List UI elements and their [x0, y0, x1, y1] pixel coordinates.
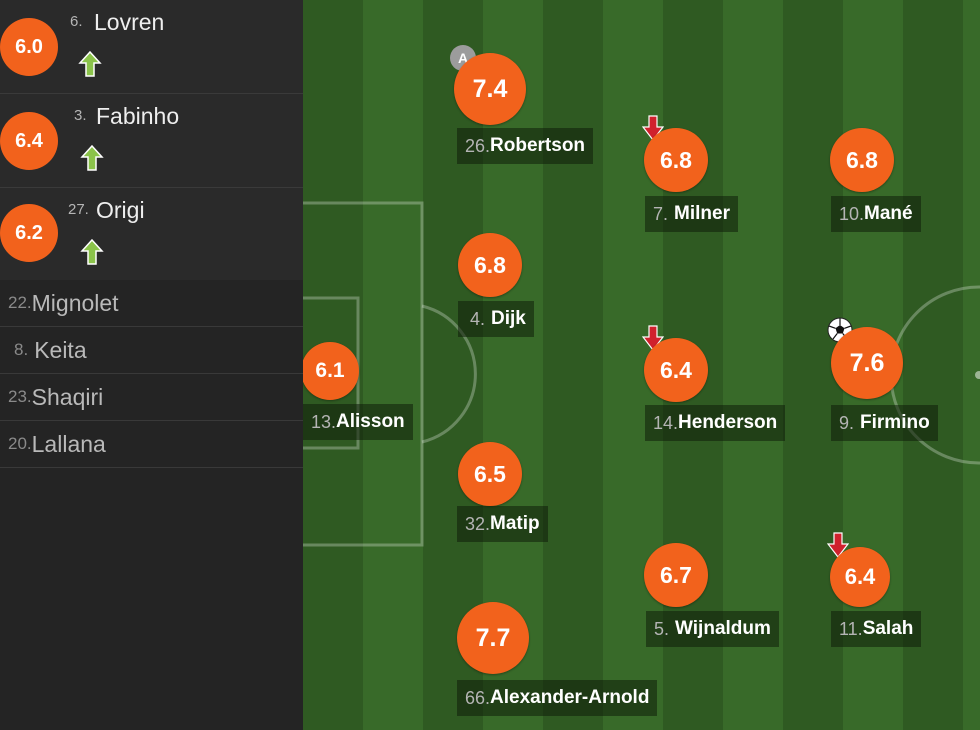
rating-badge: 6.8 [644, 128, 708, 192]
player-number: 26. [465, 135, 491, 156]
player-name[interactable]: Lallana [31, 430, 106, 457]
player-number: 32. [465, 513, 491, 534]
player-name-tag[interactable]: 10. Mané [831, 196, 921, 232]
player-name[interactable]: Salah [862, 618, 914, 639]
player-name-tag[interactable]: 4. Dijk [458, 301, 534, 337]
player-name[interactable]: Fabinho [96, 103, 180, 129]
player-number: 22. [8, 293, 32, 312]
player-number: 4. [470, 308, 486, 329]
player-number: 3. [74, 107, 87, 124]
player-number: 11. [839, 618, 863, 639]
player-number: 5. [654, 618, 670, 639]
player-number: 8. [14, 340, 29, 359]
sub-in-arrow-icon [78, 50, 102, 77]
player-name[interactable]: Henderson [678, 412, 778, 433]
player-name[interactable]: Milner [674, 203, 730, 224]
player-name[interactable]: Wijnaldum [675, 618, 771, 639]
pitch: A 7.4 26. Robertson 6.8 7. Milner 6.8 10… [303, 0, 980, 730]
player-name[interactable]: Origi [96, 197, 145, 223]
player-name-tag[interactable]: 14. Henderson [645, 405, 786, 441]
substitute-row[interactable]: 6.4 3. Fabinho [0, 94, 303, 188]
player-name-tag[interactable]: 26. Robertson [457, 128, 594, 164]
player-number: 7. [653, 203, 669, 224]
rating-badge: 7.7 [457, 602, 529, 674]
player-number: 14. [653, 412, 679, 433]
player-name-tag[interactable]: 32. Matip [457, 506, 548, 542]
sub-out-arrow-icon [827, 532, 849, 558]
player-name[interactable]: Mignolet [31, 289, 119, 316]
rating-badge: 7.4 [454, 53, 526, 125]
player-name-tag[interactable]: 5. Wijnaldum [646, 611, 779, 647]
rating-badge: 6.7 [644, 543, 708, 607]
sub-in-arrow-icon [80, 144, 104, 171]
substitute-row[interactable]: 6.2 27. Origi [0, 188, 303, 282]
player-name[interactable]: Matip [490, 513, 540, 534]
player-name-tag[interactable]: 66. Alexander-Arnold [457, 680, 658, 716]
bench-row[interactable]: 20. Lallana [0, 421, 303, 468]
rating-badge: 6.4 [644, 338, 708, 402]
substitutes-panel: 6.0 6. Lovren 6.4 3. Fabinho 6.2 27. Ori… [0, 0, 303, 730]
player-number: 20. [8, 434, 32, 453]
rating-badge: 6.8 [830, 128, 894, 192]
player-name[interactable]: Shaqiri [31, 383, 104, 410]
player-name[interactable]: Lovren [94, 9, 165, 35]
player-name-tag[interactable]: 9. Firmino [831, 405, 938, 441]
player-number: 13. [311, 411, 337, 432]
player-name[interactable]: Alisson [336, 411, 405, 432]
player-number: 27. [68, 201, 89, 218]
bench-row[interactable]: 22. Mignolet [0, 280, 303, 327]
player-name[interactable]: Mané [864, 203, 913, 224]
player-name[interactable]: Alexander-Arnold [490, 687, 650, 708]
rating-badge: 6.5 [458, 442, 522, 506]
substitute-row[interactable]: 6.0 6. Lovren [0, 0, 303, 94]
bench-row[interactable]: 8. Keita [0, 327, 303, 374]
rating-badge: 6.4 [0, 112, 58, 170]
player-name[interactable]: Firmino [860, 412, 930, 433]
player-name-tag[interactable]: 11. Salah [831, 611, 922, 647]
bench-row[interactable]: 23. Shaqiri [0, 374, 303, 421]
rating-badge: 7.6 [831, 327, 903, 399]
player-name[interactable]: Keita [34, 336, 87, 363]
player-number: 66. [465, 687, 491, 708]
rating-badge: 6.0 [0, 18, 58, 76]
player-name-tag[interactable]: 7. Milner [645, 196, 738, 232]
rating-badge: 6.1 [303, 342, 359, 400]
player-name-tag[interactable]: 13. Alisson [303, 404, 413, 440]
player-number: 23. [8, 387, 32, 406]
player-number: 6. [70, 13, 83, 30]
rating-badge: 6.4 [830, 547, 890, 607]
sub-in-arrow-icon [80, 238, 104, 265]
player-name[interactable]: Robertson [490, 135, 586, 156]
player-name[interactable]: Dijk [491, 308, 526, 329]
rating-badge: 6.8 [458, 233, 522, 297]
player-number: 10. [839, 203, 865, 224]
rating-badge: 6.2 [0, 204, 58, 262]
player-number: 9. [839, 412, 855, 433]
